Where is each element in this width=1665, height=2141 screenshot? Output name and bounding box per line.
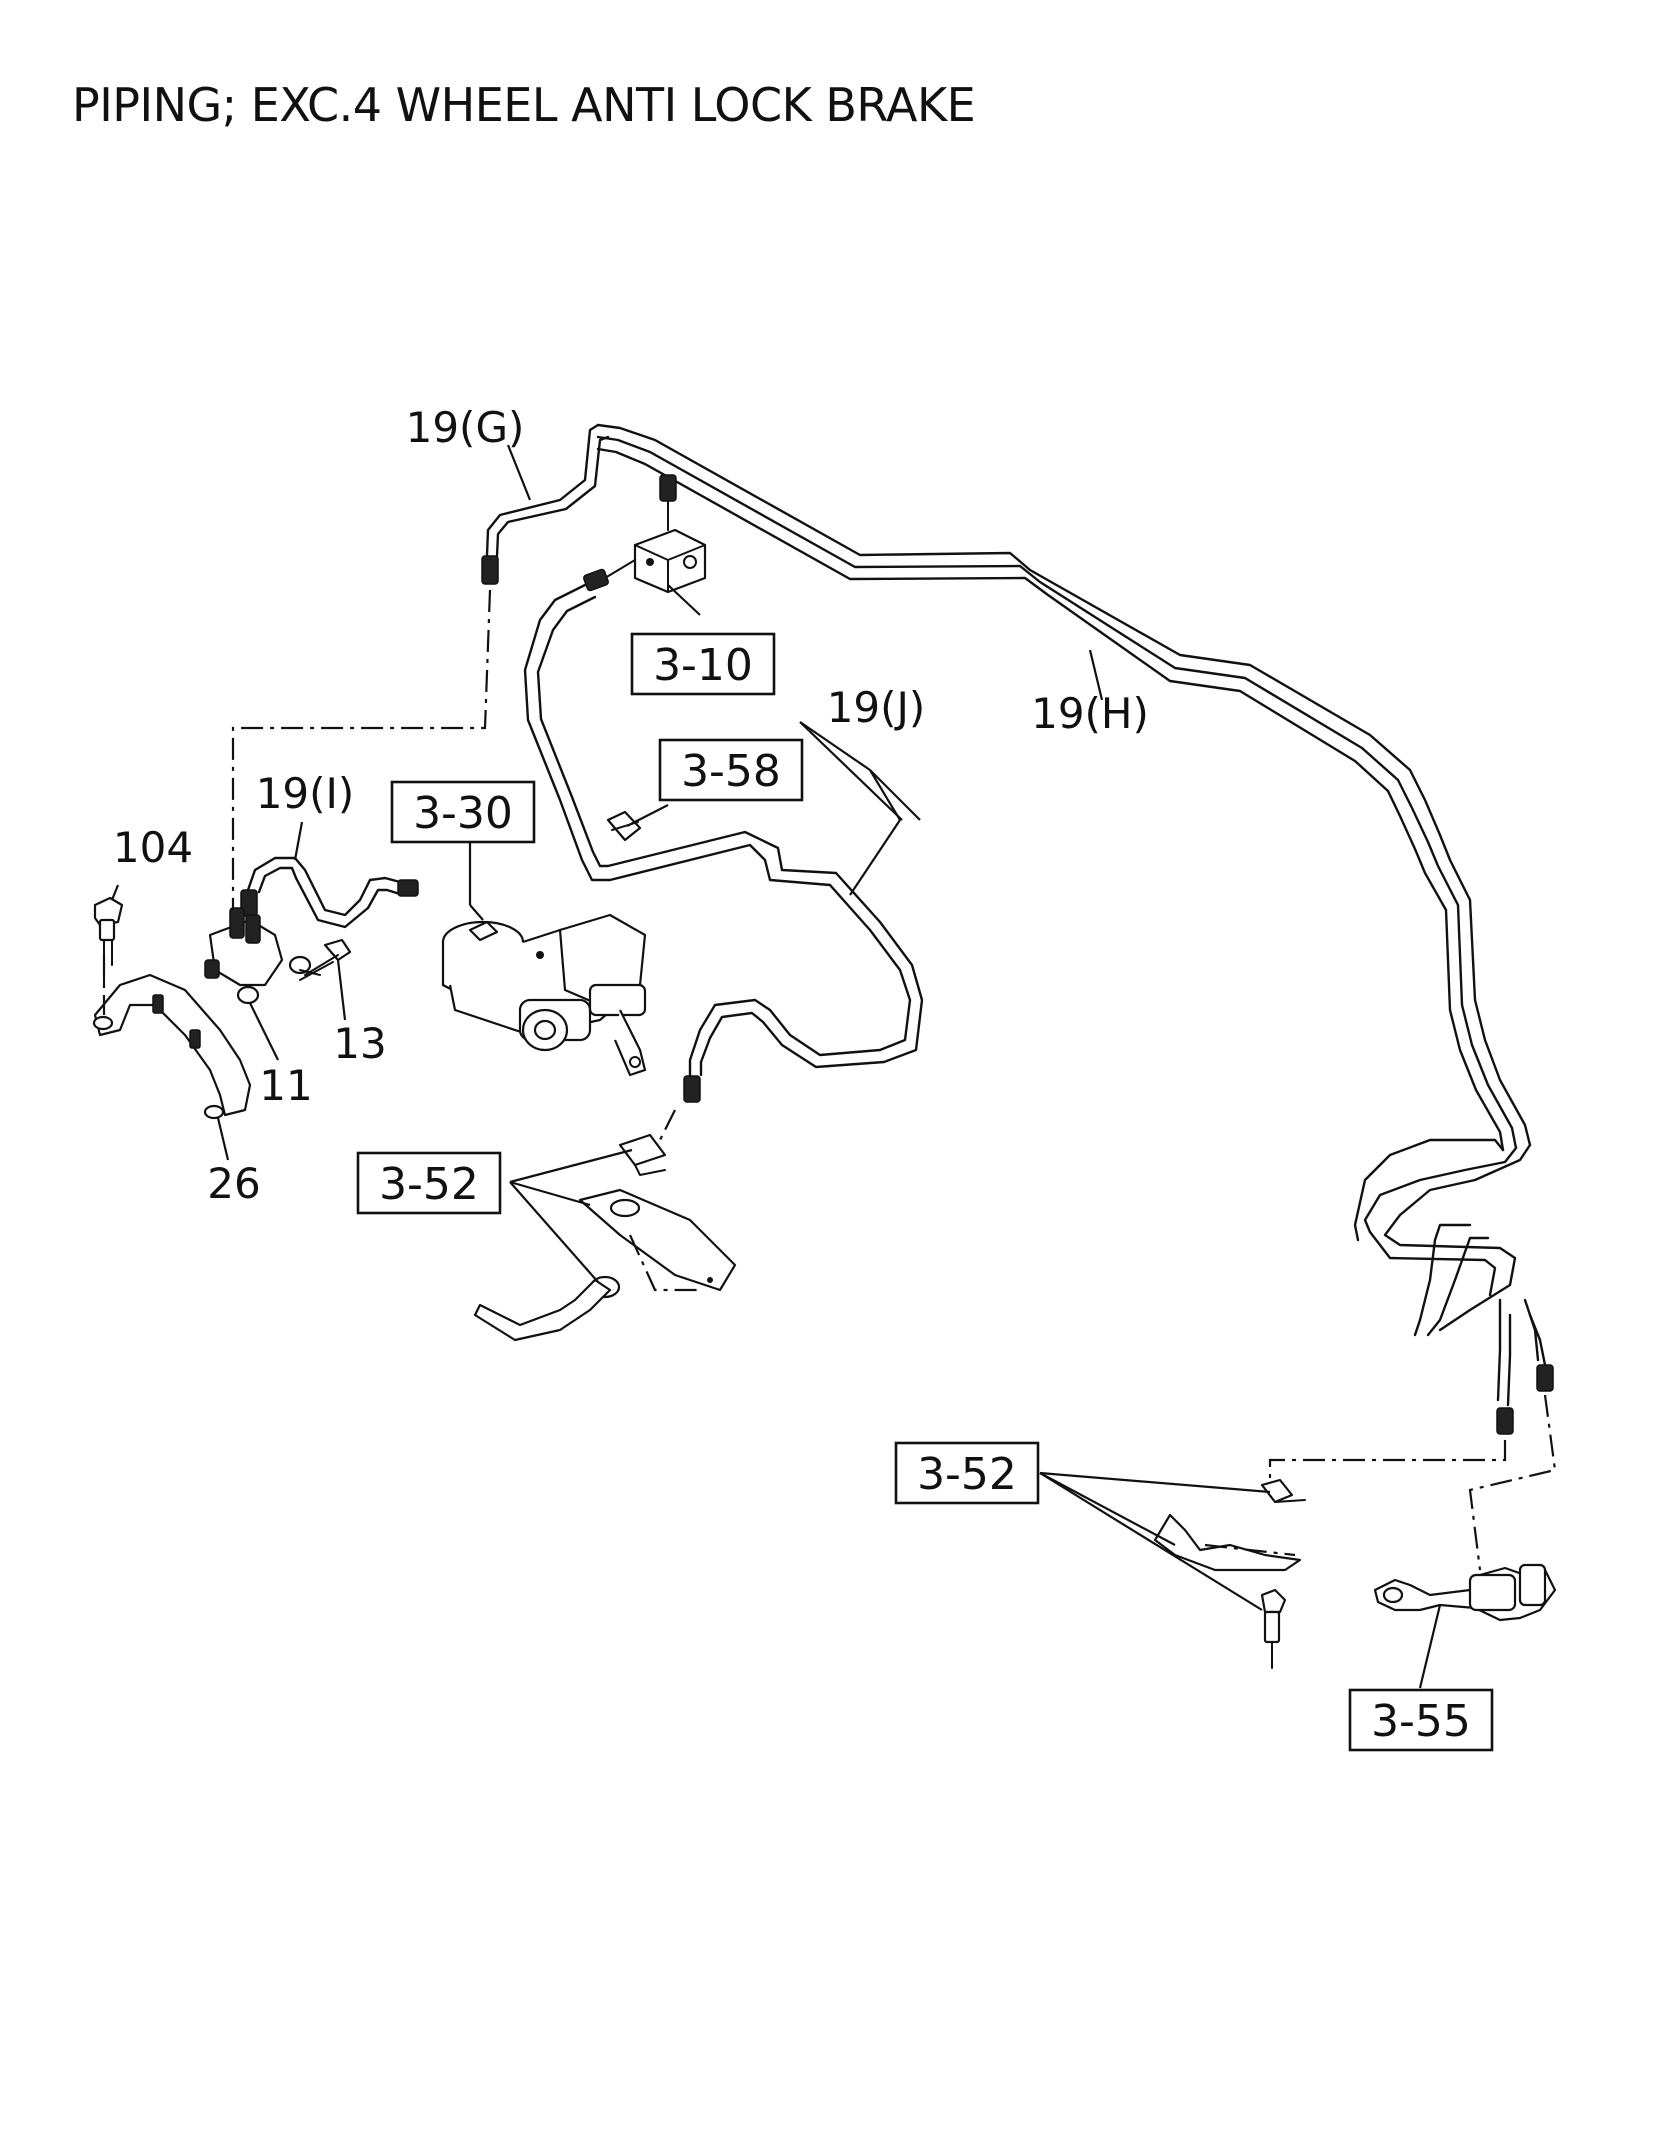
pipe-19j [523, 583, 924, 1103]
bolt-13 [299, 938, 352, 981]
callout-3-52-right-text: 3-52 [917, 1449, 1017, 1500]
callout-3-30: 3-30 [390, 780, 536, 844]
callout-3-55: 3-55 [1348, 1688, 1494, 1752]
leader-lines [110, 444, 1442, 1689]
callout-3-58: 3-58 [658, 738, 804, 802]
diagram-title: PIPING; EXC.4 WHEEL ANTI LOCK BRAKE [72, 78, 976, 132]
pipe-19g [481, 423, 610, 585]
pipe-19h [596, 423, 1547, 1407]
label-104: 104 [113, 823, 193, 872]
label-19j: 19(J) [827, 683, 926, 732]
right-hose-bracket [1153, 1478, 1306, 1669]
callout-3-58-text: 3-58 [681, 746, 781, 797]
callout-3-52-left-text: 3-52 [379, 1159, 479, 1210]
callout-3-52-right: 3-52 [894, 1441, 1040, 1505]
master-cylinder [441, 913, 647, 1077]
clip-3-58 [606, 810, 642, 842]
pipe-19i [240, 856, 419, 929]
valve-assembly [204, 907, 321, 1005]
label-19g: 19(G) [406, 403, 525, 452]
callout-3-55-text: 3-55 [1371, 1696, 1471, 1747]
label-26: 26 [207, 1159, 260, 1208]
callout-3-10-text: 3-10 [653, 640, 753, 691]
label-11: 11 [259, 1061, 312, 1110]
label-19i: 19(I) [256, 769, 355, 818]
callout-3-52-left: 3-52 [356, 1151, 502, 1215]
hose-3-55 [1373, 1563, 1557, 1622]
label-19h: 19(H) [1031, 689, 1149, 738]
bolt-104 [93, 896, 124, 986]
junction-block [583, 474, 707, 594]
bracket-26 [92, 973, 252, 1120]
label-13: 13 [333, 1019, 386, 1068]
pipe-end-fittings-right [1496, 1364, 1554, 1435]
reference-lines [102, 589, 1557, 1571]
callout-3-30-text: 3-30 [413, 788, 513, 839]
callout-3-10: 3-10 [630, 632, 776, 696]
left-hose-bracket [473, 1133, 737, 1342]
